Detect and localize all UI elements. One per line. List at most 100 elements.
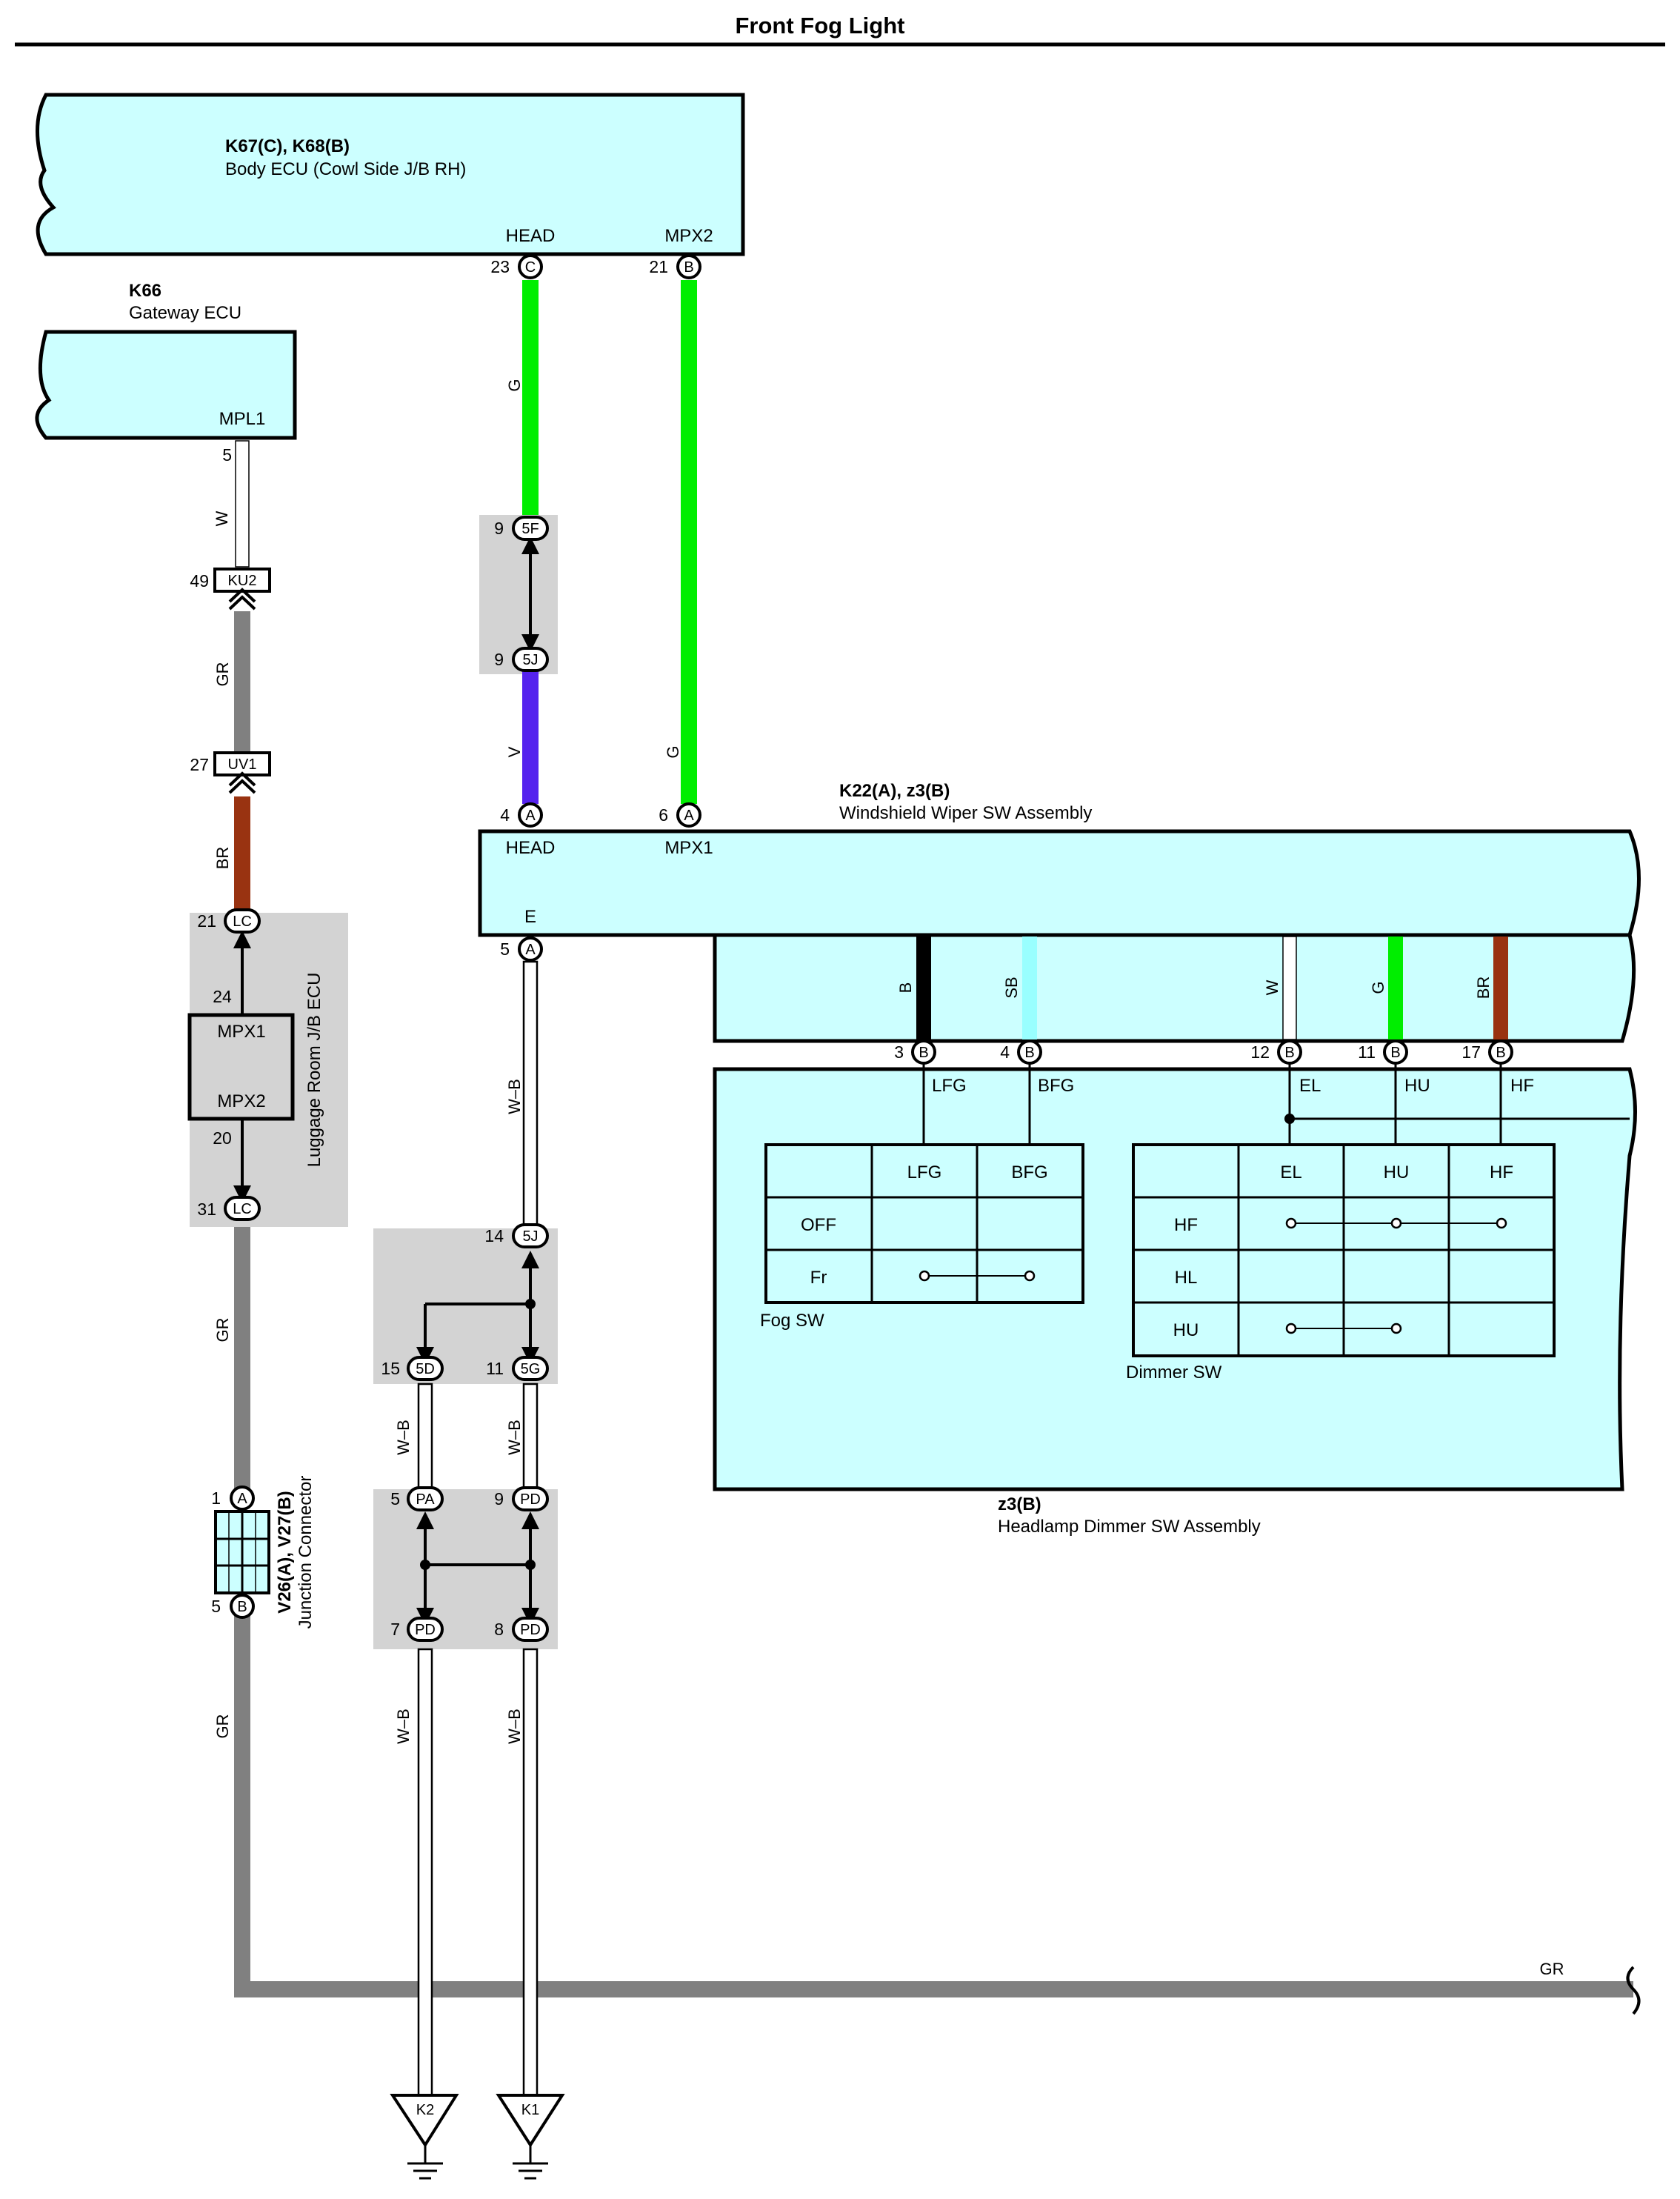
wl-wb1: W–B <box>505 1079 524 1114</box>
conn-5d-id: 5D <box>416 1361 435 1377</box>
conn-5j-top-id: 5J <box>522 652 538 668</box>
conn-a6-id: A <box>684 808 694 824</box>
luggage-ecu-pin-24: 24 <box>213 987 232 1006</box>
wl-sb: SB <box>1002 977 1021 998</box>
conn-c21-id: B <box>684 259 693 276</box>
luggage-ecu-mpx1: MPX1 <box>217 1022 265 1042</box>
luggage-ecu-mpx2: MPX2 <box>217 1091 265 1111</box>
conn-b12-id: B <box>1284 1045 1294 1061</box>
gateway-ecu-pin-mpl1: MPL1 <box>219 409 266 429</box>
conn-pd9-num: 9 <box>494 1489 504 1508</box>
body-ecu-pin-head: HEAD <box>506 226 556 246</box>
wire-continuation-mark <box>1626 1966 1641 2015</box>
conn-mpl-num: 5 <box>222 445 232 465</box>
fog-sw-table: LFG BFG OFF Fr Fog SW <box>760 1143 1084 1331</box>
dimmer-sw-table: EL HU HF HF HL HU Dimmer SW <box>1126 1143 1556 1383</box>
wiper-sw-pin-head: HEAD <box>506 838 556 858</box>
dimmer-sw-row-hl: HL <box>1175 1268 1198 1288</box>
conn-ja1-num: 1 <box>211 1488 221 1508</box>
conn-5g-id: 5G <box>521 1361 541 1377</box>
conn-a5-num: 5 <box>500 939 510 959</box>
wl-wb2: W–B <box>394 1420 413 1455</box>
conn-b17-num: 17 <box>1461 1042 1481 1062</box>
luggage-ecu-name: Luggage Room J/B ECU <box>304 973 324 1168</box>
luggage-ecu-pin-20: 20 <box>213 1128 232 1148</box>
wl-wb3: W–B <box>505 1420 524 1455</box>
conn-5f-id: 5F <box>521 521 539 537</box>
page-title: Front Fog Light <box>736 13 905 39</box>
junction-name: Junction Connector <box>296 1476 316 1629</box>
conn-a6-num: 6 <box>659 805 668 825</box>
body-ecu-name: Body ECU (Cowl Side J/B RH) <box>225 159 466 179</box>
luggage-ecu: MPX1 MPX2 24 20 Luggage Room J/B ECU <box>187 931 324 1203</box>
wl-b: B <box>896 982 915 994</box>
body-ecu-code: K67(C), K68(B) <box>225 136 350 156</box>
body-ecu-pin-mpx2: MPX2 <box>664 226 713 246</box>
conn-b11-id: B <box>1390 1045 1400 1061</box>
fog-sw-header-bfg: BFG <box>1011 1162 1047 1182</box>
conn-a4-id: A <box>525 808 536 824</box>
wiper-sw-pin-e: E <box>524 907 536 927</box>
dimmer-sw-header-hf: HF <box>1490 1162 1513 1182</box>
conn-uv1-id: UV1 <box>228 756 257 773</box>
conn-5d-num: 15 <box>381 1359 400 1378</box>
conn-5g-num: 11 <box>486 1359 504 1378</box>
junction-code: V26(A), V27(B) <box>275 1491 295 1613</box>
wire-w-short <box>1282 936 1297 1040</box>
conn-pd7-num: 7 <box>390 1620 400 1639</box>
conn-b11-num: 11 <box>1358 1042 1376 1062</box>
sig-hf: HF <box>1510 1076 1534 1096</box>
wiper-sw-code: K22(A), z3(B) <box>839 781 950 801</box>
conn-5j-14-id: 5J <box>522 1228 538 1245</box>
conn-b12-num: 12 <box>1250 1042 1270 1062</box>
conn-pa5-num: 5 <box>390 1489 400 1508</box>
fog-sw-caption: Fog SW <box>760 1311 824 1331</box>
wiper-sw-name: Windshield Wiper SW Assembly <box>839 803 1092 823</box>
wiper-sw-assembly: K22(A), z3(B) Windshield Wiper SW Assemb… <box>478 781 1641 1043</box>
conn-5j-14-num: 14 <box>484 1226 504 1245</box>
gateway-ecu-code: K66 <box>129 281 161 301</box>
conn-a5-id: A <box>525 942 536 958</box>
dimmer-sw-caption: Dimmer SW <box>1126 1363 1222 1383</box>
gateway-ecu-name: Gateway ECU <box>129 303 241 323</box>
body-ecu: K67(C), K68(B) Body ECU (Cowl Side J/B R… <box>35 93 745 256</box>
wl-gr2: GR <box>213 1318 232 1343</box>
fog-sw-header-lfg: LFG <box>907 1162 942 1182</box>
conn-ku2-num: 49 <box>190 571 209 590</box>
conn-a4-num: 4 <box>500 805 510 825</box>
splice-5j-dot <box>525 1299 536 1309</box>
wl-w: W <box>213 510 231 526</box>
conn-5f-num: 9 <box>494 519 504 538</box>
connector-labels: C 23 B 21 5 KU2 49 UV1 27 LC 21 LC 31 5F… <box>190 257 1505 1639</box>
fog-sw-row-off: OFF <box>801 1215 836 1235</box>
dimmer-sw-row-hu: HU <box>1173 1320 1199 1340</box>
sig-el: EL <box>1299 1076 1321 1096</box>
circle-connectors <box>213 254 1513 1642</box>
wire-w <box>235 440 250 568</box>
conn-c21-num: 21 <box>649 257 668 276</box>
splice-pd-dot-right <box>525 1560 536 1570</box>
conn-lc21-id: LC <box>233 914 252 930</box>
wl-v: V <box>505 746 524 757</box>
conn-ku2-id: KU2 <box>228 573 257 589</box>
conn-c23-num: 23 <box>490 257 510 276</box>
conn-b17-id: B <box>1496 1045 1505 1061</box>
wl-gr3: GR <box>213 1714 232 1739</box>
ground-k1: K1 <box>496 2094 565 2180</box>
conn-5j-top-num: 9 <box>494 650 504 669</box>
wiper-sw-pin-mpx1: MPX1 <box>664 838 713 858</box>
conn-pa5-id: PA <box>416 1491 435 1508</box>
conn-b4-num: 4 <box>1000 1042 1010 1062</box>
wl-wb5: W–B <box>505 1709 524 1744</box>
conn-pd8-num: 8 <box>494 1620 504 1639</box>
dimmer-sw-assembly: z3(B) Headlamp Dimmer SW Assembly <box>713 1067 1637 1537</box>
conn-lc31-num: 31 <box>197 1200 216 1219</box>
fog-sw-row-fr: Fr <box>810 1268 827 1288</box>
dimmer-sw-header-el: EL <box>1280 1162 1301 1182</box>
conn-pd7-id: PD <box>415 1622 436 1638</box>
sig-bfg: BFG <box>1038 1076 1074 1096</box>
dimmer-assy-code: z3(B) <box>998 1494 1041 1514</box>
sig-hu: HU <box>1404 1076 1430 1096</box>
ground-k2: K2 <box>390 2094 459 2180</box>
